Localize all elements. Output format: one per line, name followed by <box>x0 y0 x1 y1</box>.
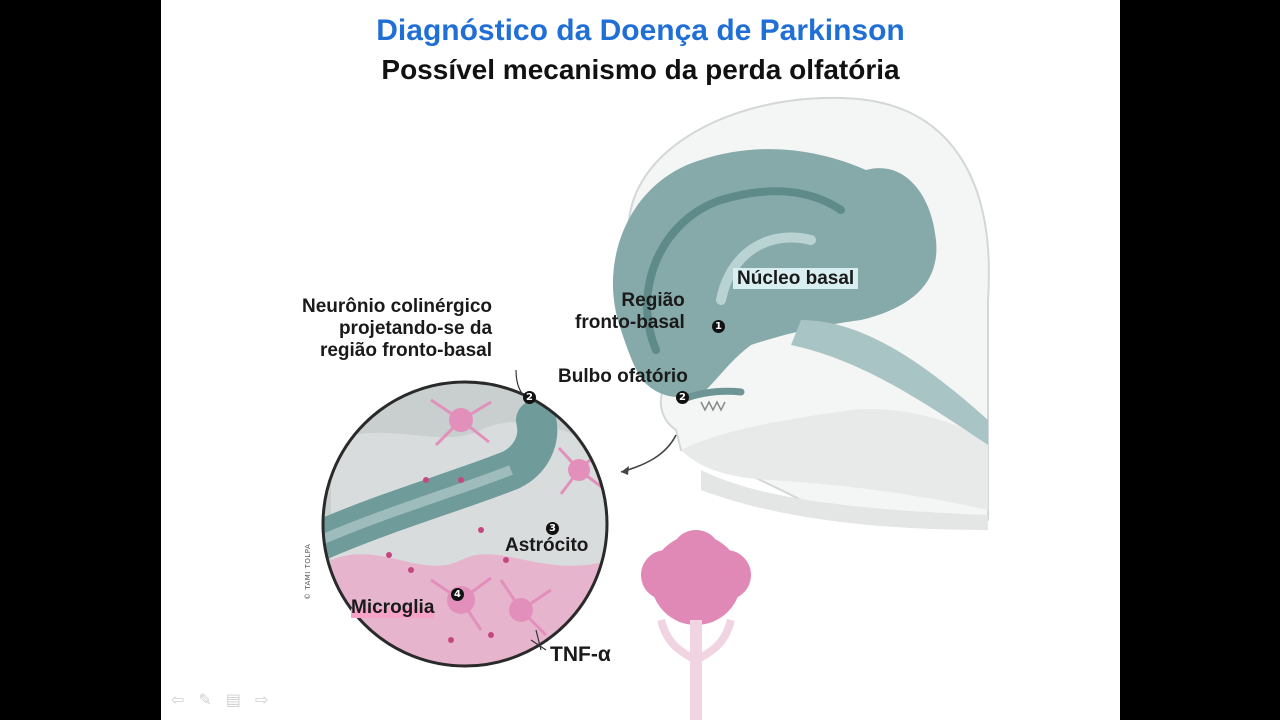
carnation-flower <box>641 530 751 625</box>
slide: Diagnóstico da Doença de Parkinson Possí… <box>161 0 1120 720</box>
neuron-label-line3: região fronto-basal <box>319 340 493 361</box>
region-label: Região fronto-basal <box>575 290 685 334</box>
pen-icon[interactable]: ✎ <box>198 692 212 709</box>
marker-2-bulb: 2 <box>676 391 689 404</box>
prev-slide-icon[interactable]: ⇦ <box>171 692 185 709</box>
marker-3: 3 <box>546 522 559 535</box>
slide-subtitle: Possível mecanismo da perda olfatória <box>381 54 900 85</box>
slide-nav-controls: ⇦ ✎ ▤ ⇨ <box>171 690 268 710</box>
marker-2-circle: 2 <box>523 391 536 404</box>
marker-1: 1 <box>712 320 725 333</box>
tnf-label: TNF-α <box>550 643 611 666</box>
astrocyte-label: Astrócito <box>505 535 589 556</box>
menu-icon[interactable]: ▤ <box>225 692 241 709</box>
neuron-label-line2: projetando-se da <box>338 318 493 339</box>
neuron-label-line1: Neurônio colinérgico <box>302 296 493 317</box>
olfactory-bulb-label: Bulbo ofatório <box>558 366 688 387</box>
mouth-area <box>701 470 988 530</box>
region-label-line1: Região <box>621 290 685 311</box>
region-label-line2: fronto-basal <box>575 312 685 333</box>
tnf-dots <box>386 477 509 643</box>
callout-arrow <box>620 434 677 473</box>
nasal-cavity <box>681 409 988 510</box>
microglia-label: Microglia <box>351 597 435 619</box>
neuron-label: Neurônio colinérgico projetando-se da re… <box>302 296 492 362</box>
image-credit: © TAMI TOLPA <box>304 543 312 600</box>
marker-4: 4 <box>451 588 464 601</box>
nucleus-basal-text: Núcleo basal <box>733 268 859 289</box>
next-slide-icon[interactable]: ⇨ <box>254 692 269 709</box>
brainstem <box>791 320 988 445</box>
microglia-text: Microglia <box>351 597 435 618</box>
brain-pathway <box>643 187 845 354</box>
slide-title: Diagnóstico da Doença de Parkinson <box>376 14 905 47</box>
nucleus-basal-label: Núcleo basal <box>733 268 859 290</box>
